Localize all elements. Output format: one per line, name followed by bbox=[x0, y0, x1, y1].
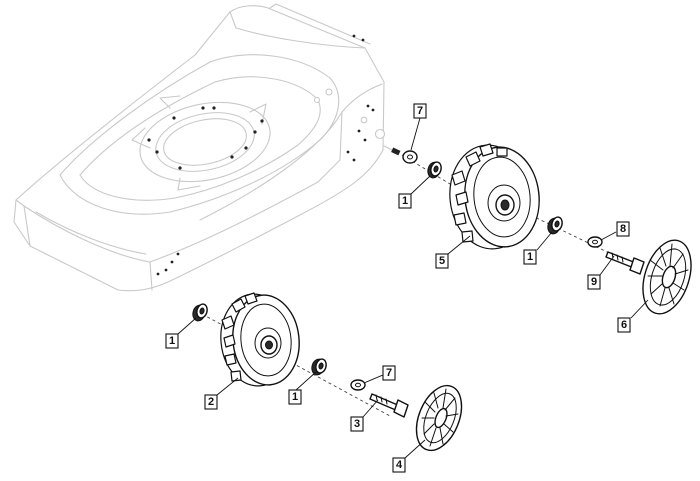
hub-cap-part-4 bbox=[415, 384, 463, 452]
callout-number: 3 bbox=[354, 418, 360, 430]
washer-part-8 bbox=[587, 236, 603, 248]
bushing-part-1-left bbox=[192, 303, 208, 322]
callout-1-mid: 1 bbox=[523, 249, 537, 265]
callout-6: 6 bbox=[617, 317, 631, 333]
callout-number: 1 bbox=[292, 391, 298, 403]
mower-deck bbox=[13, 3, 401, 292]
callout-number: 1 bbox=[169, 335, 175, 347]
callout-7-low: 7 bbox=[382, 365, 396, 381]
bushing-part-1-mid bbox=[547, 216, 563, 235]
callout-8: 8 bbox=[616, 221, 630, 237]
rear-wheel-part-5 bbox=[449, 143, 540, 250]
callouts: 7 1 5 1 8 9 6 1 bbox=[165, 103, 631, 473]
hub-cap-part-6 bbox=[642, 239, 692, 315]
front-wheel-part-2 bbox=[220, 292, 300, 387]
callout-1-low: 1 bbox=[288, 389, 302, 405]
bushing-part-1-top bbox=[427, 161, 442, 179]
callout-1-left: 1 bbox=[165, 333, 179, 349]
bolt-part-3 bbox=[369, 393, 409, 418]
callout-2: 2 bbox=[204, 394, 218, 410]
washer-part-7-top bbox=[402, 150, 418, 164]
bolt-part-9 bbox=[605, 251, 645, 275]
leader-lines bbox=[177, 117, 649, 459]
callout-number: 5 bbox=[439, 255, 445, 267]
callout-number: 2 bbox=[208, 396, 214, 408]
callout-number: 4 bbox=[396, 459, 403, 471]
bushing-part-1-low bbox=[311, 358, 327, 376]
callout-number: 7 bbox=[417, 105, 423, 117]
callout-3: 3 bbox=[350, 416, 364, 432]
callout-4: 4 bbox=[392, 457, 406, 473]
callout-number: 6 bbox=[621, 319, 627, 331]
callout-7-top: 7 bbox=[413, 103, 427, 119]
callout-5: 5 bbox=[435, 253, 449, 269]
callout-1-top: 1 bbox=[398, 193, 412, 209]
callout-number: 9 bbox=[591, 276, 597, 288]
washer-part-7-low bbox=[350, 379, 366, 391]
callout-number: 1 bbox=[527, 251, 533, 263]
callout-number: 8 bbox=[620, 223, 626, 235]
callout-number: 7 bbox=[386, 367, 392, 379]
callout-9: 9 bbox=[587, 274, 601, 290]
callout-number: 1 bbox=[402, 195, 408, 207]
